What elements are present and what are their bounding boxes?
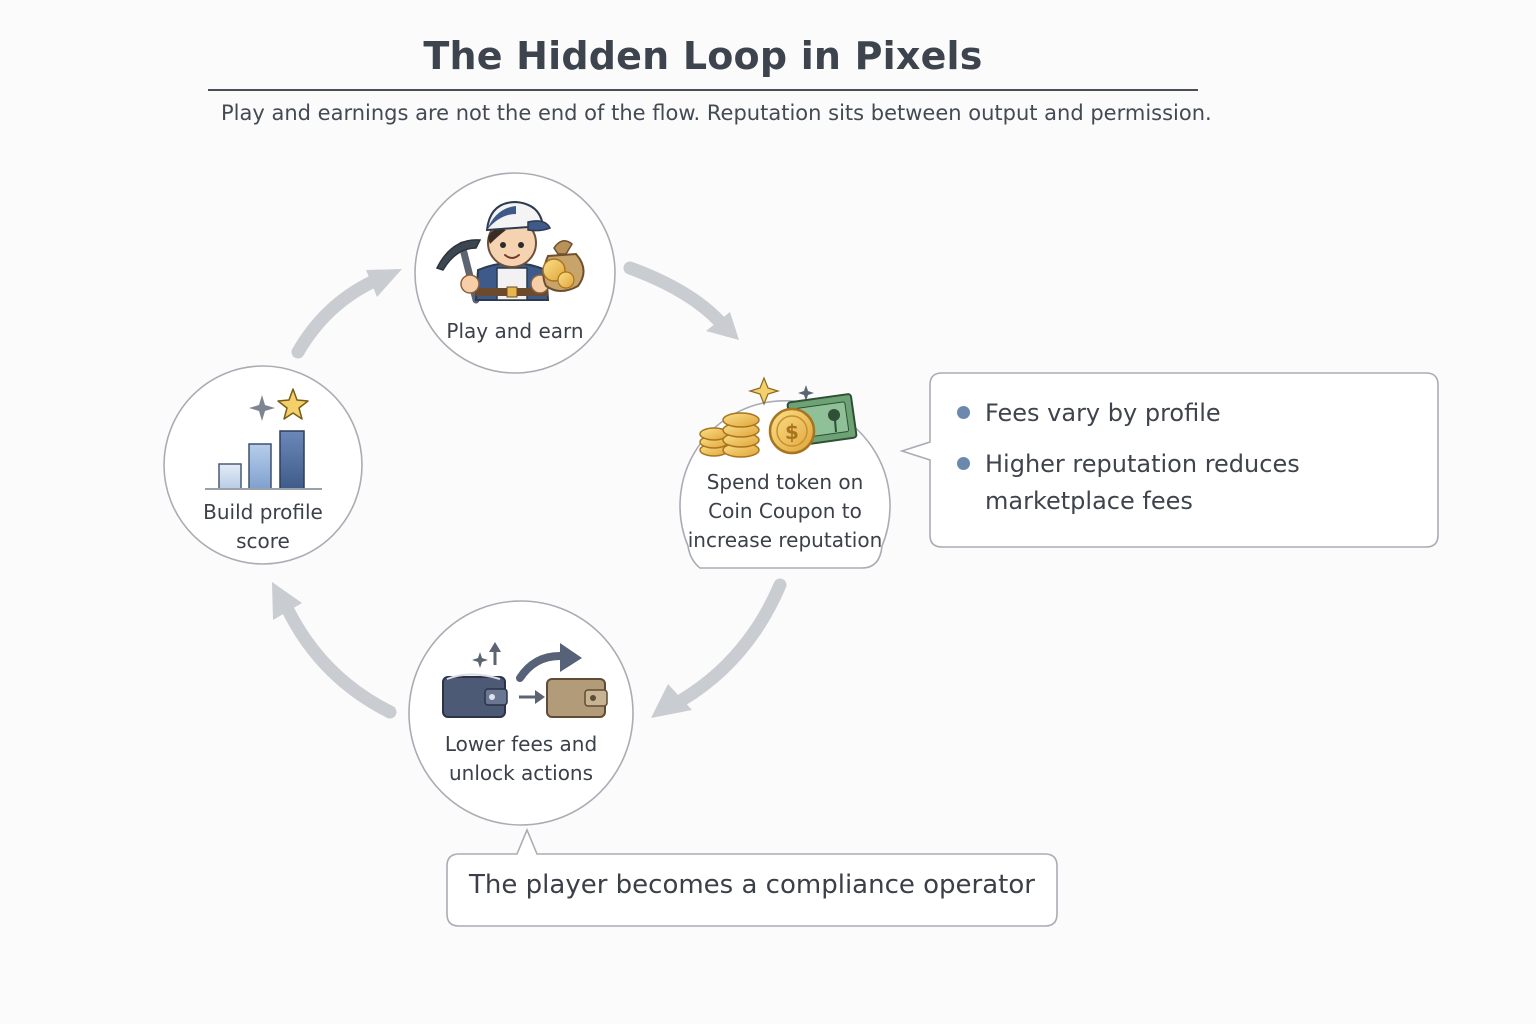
arrow-profile-to-play (291, 269, 402, 359)
bottom-callout-box (446, 827, 1058, 927)
bar-chart-star-icon (205, 388, 322, 490)
arrow-spend-to-fees (651, 578, 787, 718)
fees-bullet-1: Fees vary by profile (957, 395, 1425, 432)
miner-character-icon (435, 200, 585, 304)
bullet-dot (957, 406, 970, 419)
arrow-play-to-spend (623, 261, 739, 340)
page-subtitle: Play and earnings are not the end of the… (221, 101, 1212, 125)
fees-callout-box (899, 372, 1439, 548)
page-title: The Hidden Loop in Pixels (423, 34, 983, 78)
coins-and-banknote-icon: $ (699, 376, 858, 458)
bullet-dot (957, 457, 970, 470)
fees-bullet-2: Higher reputation reduces marketplace fe… (957, 446, 1305, 520)
node-label-fees: Lower fees and unlock actions (444, 732, 598, 785)
arrow-fees-to-profile (272, 582, 397, 719)
node-label-play: Play and earn (446, 319, 584, 343)
svg-text:$: $ (785, 420, 799, 444)
bottom-callout-text: The player becomes a compliance operator (469, 870, 1035, 900)
node-label-profile: Build profile score (203, 500, 323, 553)
wallet-transfer-icon (442, 642, 608, 718)
node-label-spend: Spend token on Coin Coupon to increase r… (687, 470, 883, 552)
title-divider (208, 89, 1198, 91)
